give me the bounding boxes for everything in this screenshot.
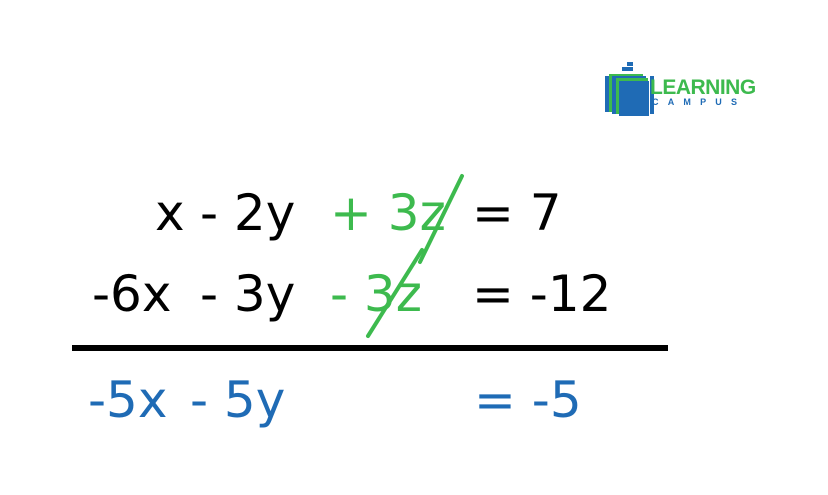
result-equals: = -5 bbox=[474, 371, 582, 429]
logo-text-learning: LEARNING bbox=[650, 76, 756, 99]
addition-divider-line bbox=[72, 345, 668, 351]
result-x-term: -5x bbox=[88, 371, 168, 429]
row1-y-term: - 2y bbox=[200, 184, 296, 242]
result-y-term: - 5y bbox=[190, 371, 286, 429]
row1-equals: = 7 bbox=[472, 184, 562, 242]
logo-text-campus: CAMPUS bbox=[652, 97, 747, 107]
row1-x-term: x bbox=[155, 184, 185, 242]
row2-y-term: - 3y bbox=[200, 265, 296, 323]
row2-x-term: -6x bbox=[92, 265, 172, 323]
book-stack-icon bbox=[605, 62, 654, 116]
row1-z-term: + 3z bbox=[330, 184, 446, 242]
row2-z-term: - 3z bbox=[330, 265, 422, 323]
row2-equals: = -12 bbox=[472, 265, 612, 323]
